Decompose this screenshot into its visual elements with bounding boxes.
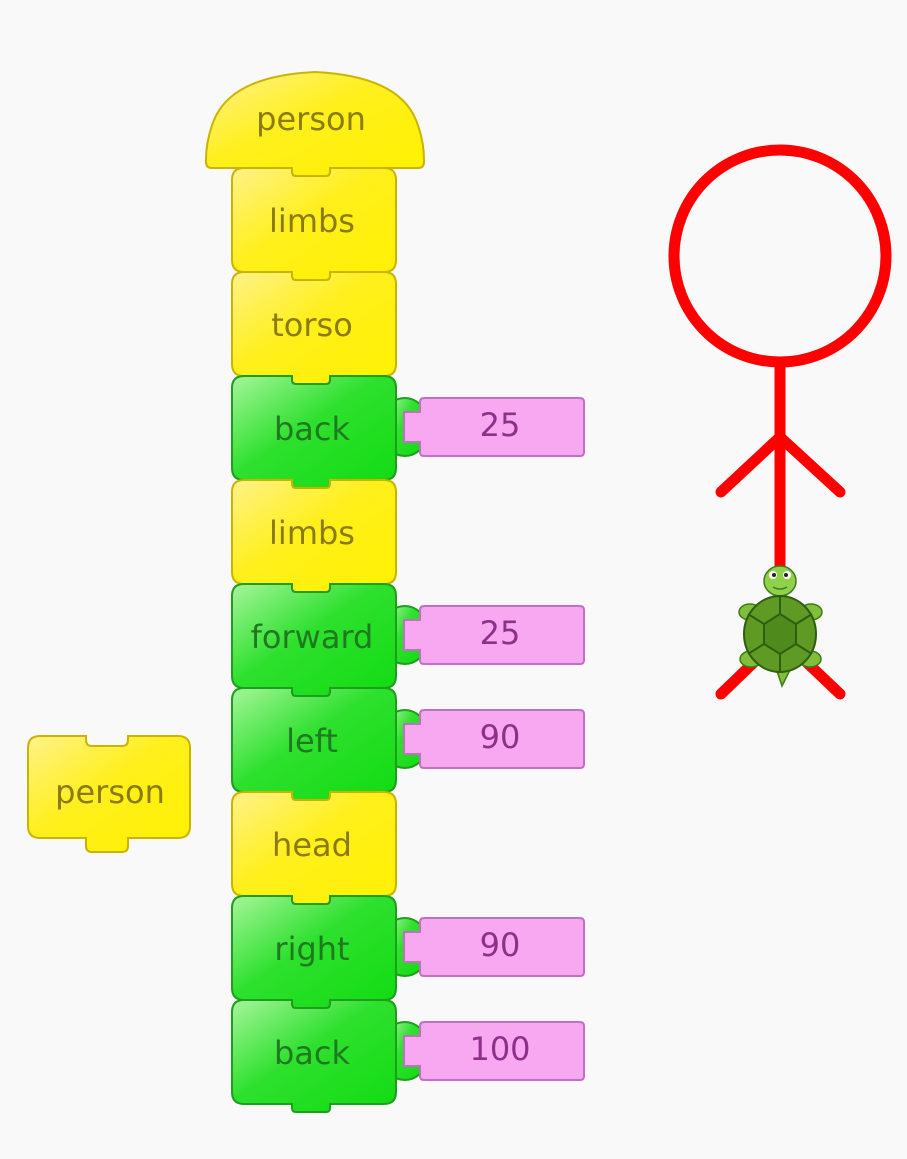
stick-figure-right-arm xyxy=(774,431,846,498)
command-block-right[interactable]: 90 right xyxy=(231,895,585,1009)
call-block-limbs[interactable]: limbs xyxy=(231,479,397,593)
command-block-back[interactable]: 100 back xyxy=(231,999,585,1113)
number-input-value[interactable]: 25 xyxy=(480,614,521,652)
block-label: limbs xyxy=(269,514,355,552)
stick-figure-head xyxy=(668,144,892,368)
program-stack: limbs torso 25 back limbs 25 forward 90 left head… xyxy=(231,167,585,1113)
procedure-definition-label: person xyxy=(256,100,366,138)
number-input-value[interactable]: 25 xyxy=(480,406,521,444)
command-block-left[interactable]: 90 left xyxy=(231,687,585,801)
number-input-value[interactable]: 90 xyxy=(480,926,521,964)
block-label: head xyxy=(272,826,352,864)
number-input-left[interactable]: 90 xyxy=(387,709,585,769)
turtle-icon xyxy=(738,565,823,688)
number-input-value[interactable]: 100 xyxy=(469,1030,530,1068)
stick-figure-left-arm xyxy=(715,431,786,498)
block-label: left xyxy=(286,722,338,760)
number-input-right[interactable]: 90 xyxy=(387,917,585,977)
palette-person-block[interactable]: person xyxy=(27,735,191,853)
number-input-back[interactable]: 25 xyxy=(387,397,585,457)
block-label: right xyxy=(274,930,349,968)
procedure-definition-block[interactable]: person xyxy=(205,70,425,177)
call-block-torso[interactable]: torso xyxy=(231,271,397,385)
number-input-back[interactable]: 100 xyxy=(387,1021,585,1081)
palette-person-label: person xyxy=(55,773,165,811)
block-label: torso xyxy=(271,306,353,344)
command-block-forward[interactable]: 25 forward xyxy=(231,583,585,697)
block-label: forward xyxy=(251,618,374,656)
block-label: limbs xyxy=(269,202,355,240)
turtle-stage xyxy=(668,144,892,700)
call-block-head[interactable]: head xyxy=(231,791,397,905)
block-label: back xyxy=(274,410,351,448)
number-input-value[interactable]: 90 xyxy=(480,718,521,756)
call-block-limbs[interactable]: limbs xyxy=(231,167,397,281)
number-input-forward[interactable]: 25 xyxy=(387,605,585,665)
block-label: back xyxy=(274,1034,351,1072)
command-block-back[interactable]: 25 back xyxy=(231,375,585,489)
